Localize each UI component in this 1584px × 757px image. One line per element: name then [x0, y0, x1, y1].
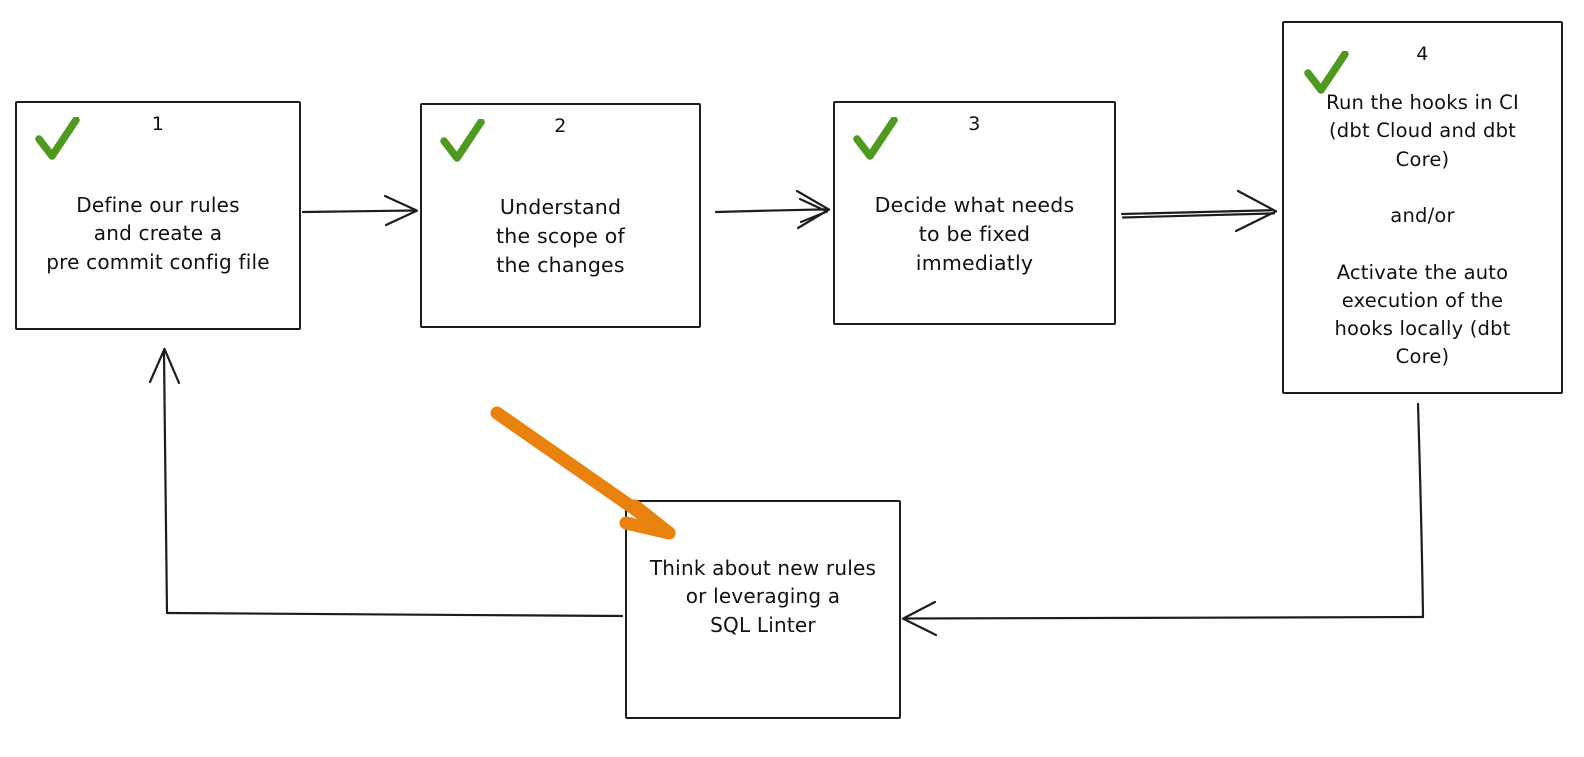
green-check-icon: [1304, 51, 1349, 94]
node-define-rules[interactable]: 1 Define our rules and create a pre comm…: [15, 101, 301, 330]
node-run-hooks[interactable]: 4 Run the hooks in CI (dbt Cloud and dbt…: [1282, 21, 1563, 394]
node-4-number: 4: [1416, 43, 1429, 65]
node-1-number: 1: [151, 113, 165, 135]
green-check-icon: [35, 117, 80, 160]
arrow-1-to-2: [301, 194, 419, 227]
node-2-number: 2: [554, 115, 567, 137]
node-1-text: Define our rules and create a pre commit…: [46, 193, 270, 274]
node-3-text: Decide what needs to be fixed immediatly: [874, 193, 1075, 276]
node-decide-fixes[interactable]: 3 Decide what needs to be fixed immediat…: [833, 101, 1116, 325]
node-2-text: Understand the scope of the changes: [496, 195, 625, 278]
node-new-rules-loop[interactable]: Think about new rules or leveraging a SQ…: [625, 500, 901, 719]
arrow-3-to-4: [1120, 189, 1278, 233]
green-check-icon: [853, 117, 898, 160]
green-check-icon: [440, 119, 485, 162]
arrow-4-to-loop: [901, 402, 1425, 637]
arrow-loop-to-1: [148, 347, 624, 618]
node-3-number: 3: [968, 113, 981, 135]
node-understand-scope[interactable]: 2 Understand the scope of the changes: [420, 103, 701, 328]
node-4-text: Run the hooks in CI (dbt Cloud and dbt C…: [1326, 91, 1519, 369]
node-loop-text: Think about new rules or leveraging a SQ…: [649, 556, 877, 637]
arrow-2-to-3: [714, 189, 831, 230]
